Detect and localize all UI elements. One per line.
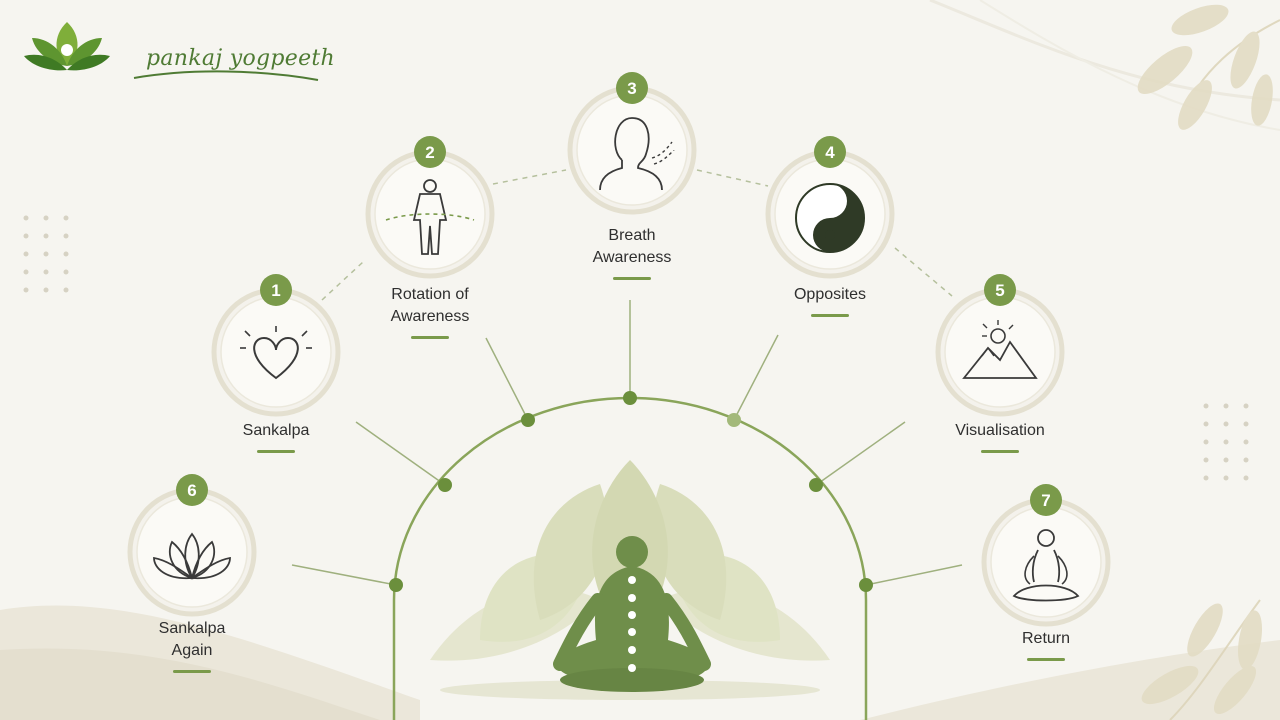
- step-number-badge: [814, 136, 846, 168]
- dot-grid-left: [23, 215, 69, 293]
- lotus-icon: [153, 532, 231, 580]
- step-1: 1: [211, 274, 341, 417]
- step-6: 6: [127, 474, 257, 617]
- step-label-text: Again: [171, 642, 213, 659]
- step-number-badge: [260, 274, 292, 306]
- step-label-underline: [257, 450, 295, 453]
- step-medallion-inner: [576, 94, 688, 206]
- arc-nodes: [389, 391, 873, 592]
- step-label-underline: [1027, 658, 1065, 661]
- step-number: 2: [425, 143, 434, 162]
- step-label-underline: [811, 314, 849, 317]
- step-label-underline: [613, 277, 651, 280]
- arc-node: [438, 478, 452, 492]
- spokes: [291, 300, 963, 586]
- heart-icon: [240, 326, 312, 380]
- brand-name: pankaj yogpeeth: [146, 46, 336, 71]
- step-label-underline: [981, 450, 1019, 453]
- step-label-2: Rotation of Awareness: [350, 284, 510, 339]
- step-label-text: Sankalpa: [242, 422, 310, 439]
- meditating-figure-chakras-icon: [553, 536, 711, 692]
- step-number: 3: [627, 79, 636, 98]
- step-4: 4: [765, 136, 895, 279]
- arc-node: [809, 478, 823, 492]
- step-label-1: Sankalpa: [196, 420, 356, 453]
- step-label-7: Return: [966, 628, 1126, 661]
- arc-node: [623, 391, 637, 405]
- step-number: 1: [271, 281, 280, 300]
- step-2: 2: [365, 136, 495, 279]
- step-number-badge: [176, 474, 208, 506]
- mountain-sun-icon: [962, 320, 1038, 379]
- lotus-logo-icon: [24, 22, 110, 71]
- step-number: 5: [995, 281, 1004, 300]
- step-3: 3: [567, 72, 697, 215]
- step-label-text: Breath: [608, 227, 656, 244]
- step-number: 7: [1041, 491, 1050, 510]
- step-medallion-inner: [374, 158, 486, 270]
- step-number: 4: [825, 143, 835, 162]
- step-label-text: Rotation of: [391, 286, 469, 303]
- step-label-text: Visualisation: [955, 422, 1045, 439]
- yin-yang-icon: [795, 183, 865, 253]
- step-number-badge: [616, 72, 648, 104]
- breath-icon: [599, 117, 675, 191]
- step-label-text: Return: [1021, 630, 1071, 647]
- steps-layer: 1 2 3 4 5 6 7: [127, 72, 1111, 627]
- brand-logo: pankaj yogpeeth: [22, 16, 335, 82]
- step-label-underline: [411, 336, 449, 339]
- meditation-figure-icon: [1012, 529, 1080, 602]
- step-label-text: Awareness: [592, 249, 672, 266]
- leaves-top-right: [1137, 4, 1280, 130]
- step-label-text: Opposites: [793, 286, 867, 303]
- background-hill-right: [860, 640, 1280, 720]
- brand-underline: [133, 70, 319, 81]
- dot-grid-right: [1203, 403, 1249, 481]
- step-medallion-inner: [136, 496, 248, 608]
- step-label-text: Sankalpa: [158, 620, 226, 637]
- step-label-underline: [173, 670, 211, 673]
- step-7: 7: [981, 484, 1111, 627]
- step-medallion-inner: [220, 296, 332, 408]
- leaves-bottom-right: [1141, 599, 1263, 720]
- body-scan-icon: [385, 179, 475, 255]
- step-label-text: Awareness: [390, 308, 470, 325]
- step-5: 5: [935, 274, 1065, 417]
- step-number: 6: [187, 481, 196, 500]
- arc-node: [389, 578, 403, 592]
- background-swoosh-2: [979, 0, 1280, 131]
- background-hill-left-2: [0, 648, 380, 720]
- arc-node: [521, 413, 535, 427]
- step-label-5: Visualisation: [920, 420, 1080, 453]
- step-medallion-inner: [944, 296, 1056, 408]
- step-number-badge: [1030, 484, 1062, 516]
- arc-node: [727, 413, 741, 427]
- step-number-badge: [414, 136, 446, 168]
- arc-node: [859, 578, 873, 592]
- step-number-badge: [984, 274, 1016, 306]
- step-label-4: Opposites: [750, 284, 910, 317]
